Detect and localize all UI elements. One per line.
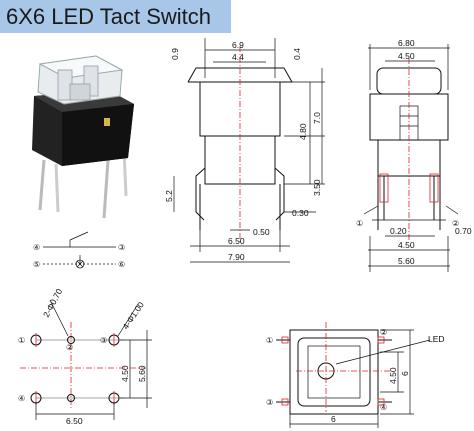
top-pin-4: ④ <box>380 403 387 412</box>
schematic-pin-6: ⑥ <box>118 260 125 269</box>
footprint-dim-6-50: 6.50 <box>66 416 83 426</box>
front-dim-0-4: 0.4 <box>292 48 302 60</box>
side-dim-5-60: 5.60 <box>398 256 415 266</box>
top-view <box>276 322 431 428</box>
top-dim-4-50: 4.50 <box>388 367 398 384</box>
side-dim-4-50-top: 4.50 <box>398 51 415 61</box>
front-dim-4-80: 4.80 <box>298 123 308 140</box>
side-marker-1: ① <box>356 219 363 228</box>
side-dim-0-70: 0.70 <box>455 226 472 236</box>
footprint-pin-3: ③ <box>100 336 107 345</box>
front-dim-6-9: 6.9 <box>232 40 244 50</box>
circuit-schematic <box>43 231 116 269</box>
side-marker-2: ② <box>452 219 459 228</box>
front-view <box>173 38 325 263</box>
footprint-dim-5-60: 5.60 <box>137 365 147 382</box>
side-dim-6-80: 6.80 <box>398 38 415 48</box>
top-pin-2: ② <box>380 328 387 337</box>
schematic-pin-5: ⑤ <box>33 260 40 269</box>
top-pin-1: ① <box>266 336 273 345</box>
footprint-holes-4: 4-Φ1.00 <box>120 300 146 331</box>
footprint-holes-2: 2-Φ0.70 <box>41 287 64 319</box>
side-dim-4-50-bottom: 4.50 <box>398 240 415 250</box>
front-dim-0-9: 0.9 <box>170 48 180 60</box>
led-label: LED <box>428 334 445 344</box>
front-dim-0-50: 0.50 <box>253 227 270 237</box>
schematic-pin-4: ④ <box>33 243 40 252</box>
front-dim-7-0: 7.0 <box>312 112 322 124</box>
title-banner: 6X6 LED Tact Switch <box>0 0 231 33</box>
front-dim-3-50: 3.50 <box>312 179 322 196</box>
footprint-dim-4-50: 4.50 <box>120 365 130 382</box>
schematic-pin-3: ③ <box>118 243 125 252</box>
top-dim-6-horizontal: 6 <box>331 414 336 424</box>
front-dim-7-90: 7.90 <box>228 252 245 262</box>
front-dim-6-50: 6.50 <box>228 236 245 246</box>
product-photo <box>32 55 134 219</box>
side-dim-0-20: 0.20 <box>390 226 407 236</box>
top-pin-3: ③ <box>266 398 273 407</box>
footprint-pin-1: ① <box>18 336 25 345</box>
front-dim-4-4: 4.4 <box>232 52 244 62</box>
footprint-pin-2: ② <box>66 343 73 352</box>
pcb-footprint <box>20 299 152 420</box>
front-dim-5-2: 5.2 <box>164 190 174 202</box>
footprint-pin-4: ④ <box>18 394 25 403</box>
front-dim-0-30: 0.30 <box>292 208 309 218</box>
side-view <box>363 44 459 272</box>
top-dim-6-vertical: 6 <box>400 371 410 376</box>
page-title: 6X6 LED Tact Switch <box>6 4 212 29</box>
